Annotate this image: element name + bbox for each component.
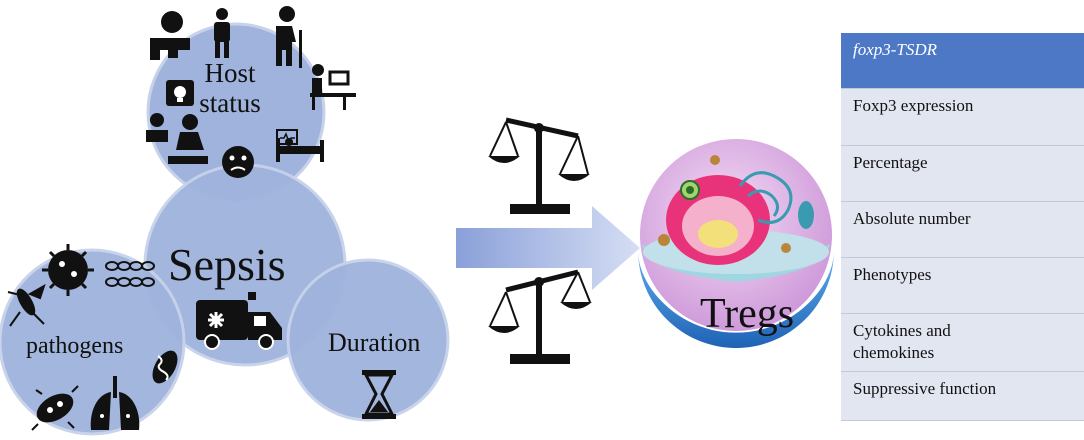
lungs-icon	[90, 376, 140, 430]
lightbulb-head-icon	[166, 80, 194, 106]
panel-row-absolute-number: Absolute number	[841, 202, 1084, 258]
pathogens-circle	[0, 248, 186, 436]
tregs-label: Tregs	[700, 291, 795, 337]
panel-row-foxp3-tsdr: foxp3-TSDR	[841, 33, 1084, 89]
virus-icon	[42, 244, 94, 296]
sick-face-icon	[222, 146, 254, 178]
scale-icon	[488, 117, 590, 214]
panel-row-cytokines: Cytokines and chemokines	[841, 314, 1084, 372]
cpr-icon	[146, 113, 208, 164]
panel-row-text: Cytokines and	[853, 321, 951, 340]
treg-parameters-panel: foxp3-TSDR Foxp3 expression Percentage A…	[841, 33, 1084, 421]
hourglass-icon	[362, 370, 396, 419]
pathogens-label: pathogens	[26, 333, 124, 359]
host-status-label-line2: status	[199, 88, 261, 118]
scale-icon	[488, 269, 592, 364]
elder-icon	[276, 6, 302, 68]
hospital-bed-icon	[276, 129, 324, 162]
panel-row-text: Suppressive function	[853, 379, 997, 398]
duration-label: Duration	[328, 328, 421, 357]
panel-row-foxp3-expression: Foxp3 expression	[841, 89, 1084, 146]
sepsis-label: Sepsis	[168, 239, 286, 290]
mitochondria-icon	[152, 350, 178, 384]
bacterium-icon	[31, 385, 79, 431]
panel-row-percentage: Percentage	[841, 146, 1084, 202]
baby-icon	[150, 11, 190, 60]
ambulance-icon	[196, 292, 282, 350]
panel-row-text: chemokines	[853, 343, 935, 362]
panel-row-text: Phenotypes	[853, 265, 932, 284]
host-status-label-line1: Host	[204, 58, 256, 88]
panel-row-text: Percentage	[853, 153, 928, 172]
duration-circle	[286, 258, 450, 422]
panel-row-text: Foxp3 expression	[853, 96, 974, 115]
arrow-to-tregs	[456, 206, 640, 290]
bacteria-chain-icon	[105, 261, 155, 287]
panel-row-text: foxp3-TSDR	[853, 40, 938, 59]
panel-row-phenotypes: Phenotypes	[841, 258, 1084, 314]
desk-worker-icon	[310, 64, 356, 110]
mosquito-icon	[7, 283, 46, 327]
man-icon	[214, 8, 230, 58]
panel-row-suppressive-function: Suppressive function	[841, 372, 1084, 421]
treg-cell-illustration	[638, 139, 834, 348]
panel-row-text: Absolute number	[853, 209, 971, 228]
host-status-label: Host status	[195, 58, 265, 118]
